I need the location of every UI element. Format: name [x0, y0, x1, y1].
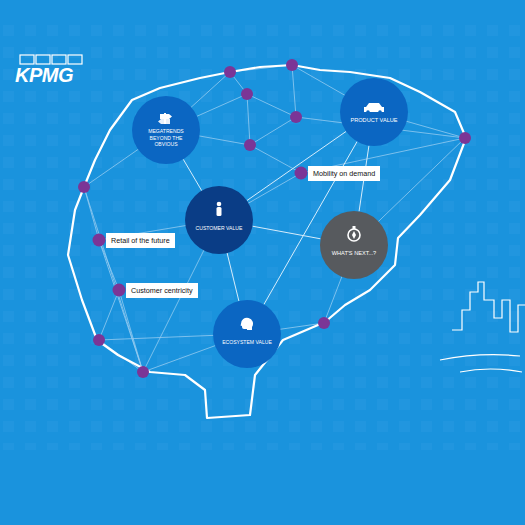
megatrend-circle: MEGATRENDS BEYOND THE OBVIOUS — [132, 96, 200, 164]
brain-outline — [68, 65, 466, 418]
network-link — [252, 226, 320, 239]
network-link — [227, 253, 239, 301]
value-circle: CUSTOMER VALUE — [185, 186, 253, 254]
label-text: Customer centricity — [131, 286, 193, 295]
question-circle: WHAT'S NEXT...? — [320, 211, 388, 279]
head-icon — [241, 318, 253, 330]
label-text: Retail of the future — [111, 236, 170, 245]
label-dot — [295, 167, 308, 180]
value-circle: ECOSYSTEM VALUE — [213, 300, 281, 368]
topic-label: Customer centricity — [126, 283, 198, 298]
label-dot — [93, 234, 106, 247]
network-link — [183, 159, 201, 190]
compass-icon — [348, 226, 360, 241]
skyline — [440, 282, 525, 372]
car-icon — [364, 103, 384, 114]
signpost-icon — [158, 113, 172, 124]
kpmg-boxes — [20, 55, 82, 64]
circle-title: PRODUCT VALUE — [344, 117, 403, 124]
circle-title: ECOSYSTEM VALUE — [216, 339, 278, 345]
brand-logo: KPMG — [15, 64, 73, 87]
network-dots — [78, 59, 471, 378]
circle-title: MEGATRENDS BEYOND THE OBVIOUS — [132, 128, 200, 147]
circle-title: WHAT'S NEXT...? — [326, 250, 382, 257]
network-lines — [84, 65, 465, 372]
topic-label: Mobility on demand — [308, 166, 380, 181]
circle-title: CUSTOMER VALUE — [190, 225, 249, 231]
topic-label: Retail of the future — [106, 233, 175, 248]
person-icon — [217, 202, 222, 216]
value-circle: PRODUCT VALUE — [340, 78, 408, 146]
label-dot — [113, 284, 126, 297]
label-text: Mobility on demand — [313, 169, 375, 178]
